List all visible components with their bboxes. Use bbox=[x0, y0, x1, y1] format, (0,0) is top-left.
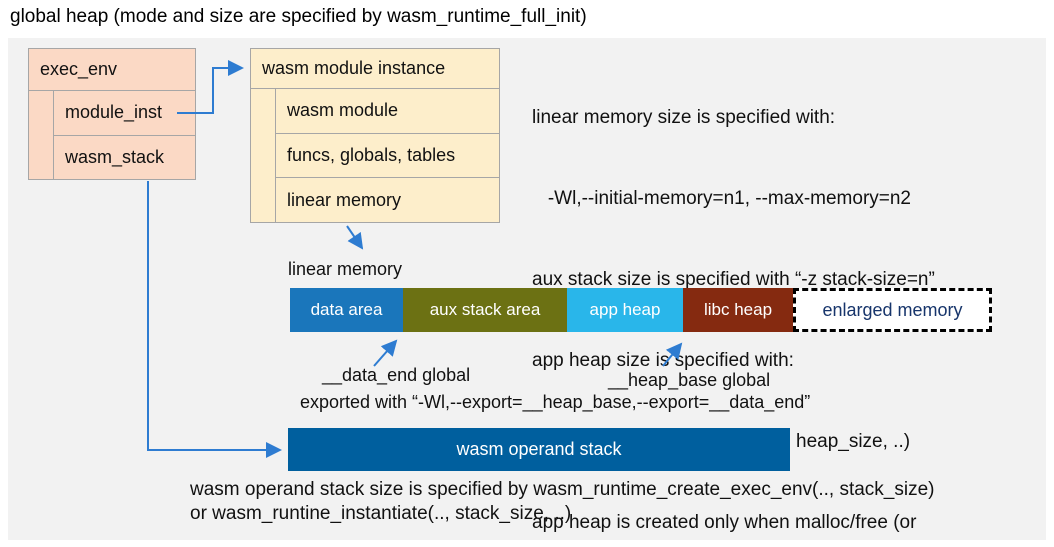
instance-row-funcs-globals-tables: funcs, globals, tables bbox=[276, 134, 499, 179]
note-line: app heap size is specified with: bbox=[532, 350, 794, 371]
heap-base-global-label: __heap_base global bbox=[608, 370, 771, 390]
instance-row-wasm-module: wasm module bbox=[276, 89, 499, 134]
instance-row-linear-memory: linear memory bbox=[287, 189, 402, 210]
wasm-operand-stack-box: wasm operand stack bbox=[288, 428, 790, 471]
memory-segment-data-area: data area bbox=[290, 288, 403, 332]
exec-env-row-module-inst: module_inst bbox=[54, 91, 195, 136]
diagram-title: global heap (mode and size are specified… bbox=[10, 6, 587, 27]
linear-memory-label: linear memory bbox=[288, 259, 403, 279]
exported-with-label: exported with “-Wl,--export=__heap_base,… bbox=[300, 392, 811, 412]
exec-env-box: exec_env module_inst wasm_stack bbox=[28, 48, 196, 180]
wasm-module-instance-header: wasm module instance bbox=[251, 49, 499, 89]
exec-env-body: module_inst wasm_stack bbox=[29, 91, 195, 179]
note-line: aux stack size is specified with “-z sta… bbox=[532, 269, 935, 290]
exec-env-header: exec_env bbox=[29, 49, 195, 91]
memory-segment-app-heap: app heap bbox=[567, 288, 683, 332]
wasm-module-instance-left-strip bbox=[251, 89, 276, 222]
memory-segment-libc-heap: libc heap bbox=[683, 288, 793, 332]
data-end-global-label: __data_end global bbox=[322, 365, 471, 385]
note-line: app heap is created only when malloc/fre… bbox=[532, 512, 917, 533]
bottom-note-line-1: wasm operand stack size is specified by … bbox=[190, 479, 935, 500]
exec-env-left-strip bbox=[29, 91, 54, 179]
wasm-module-instance-body: wasm module funcs, globals, tables linea… bbox=[251, 89, 499, 222]
memory-segment-enlarged-memory: enlarged memory bbox=[793, 288, 992, 332]
memory-segment-aux-stack-area: aux stack area bbox=[403, 288, 567, 332]
wasm-module-instance-box: wasm module instance wasm module funcs, … bbox=[250, 48, 500, 223]
bottom-note-line-2: or wasm_runtine_instantiate(.., stack_si… bbox=[190, 503, 572, 524]
note-line: -Wl,--initial-memory=n1, --max-memory=n2 bbox=[532, 188, 911, 209]
note-line: linear memory size is specified with: bbox=[532, 107, 836, 128]
exec-env-row-wasm-stack: wasm_stack bbox=[65, 146, 165, 167]
